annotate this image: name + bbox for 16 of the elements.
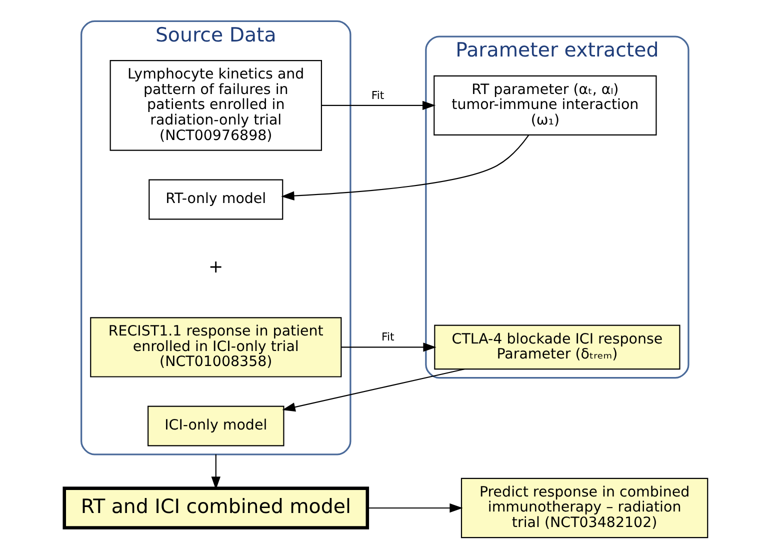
- node-box: CTLA-4 blockade ICI response Parameter (δₜᵣₑₘ): [434, 324, 680, 370]
- edge-label: Fit: [370, 88, 384, 102]
- arrow: [280, 134, 529, 200]
- edge-label: Fit: [381, 330, 394, 344]
- label: +: [208, 258, 223, 278]
- node-box: ICI-only model: [147, 406, 284, 446]
- node-box: RT-only model: [148, 179, 283, 220]
- arrow: [366, 503, 462, 513]
- node-box: RT parameter (αₜ, αₗ) tumor-immune interaction (ω₁): [433, 75, 656, 136]
- node-box: Lymphocyte kinetics and pattern of failures in patients enrolled in radiation-only trial (NCT00976898): [109, 60, 322, 151]
- arrow: [210, 454, 220, 490]
- node-box: Predict response in combined immunotherapy – radiation trial (NCT03482102): [460, 478, 708, 538]
- arrow: [341, 342, 436, 352]
- node-box: RT and ICI combined model: [62, 486, 369, 530]
- arrow: [321, 100, 436, 110]
- node-box: RECIST1.1 response in patient enrolled in ICI-only trial (NCT01008358): [90, 317, 342, 378]
